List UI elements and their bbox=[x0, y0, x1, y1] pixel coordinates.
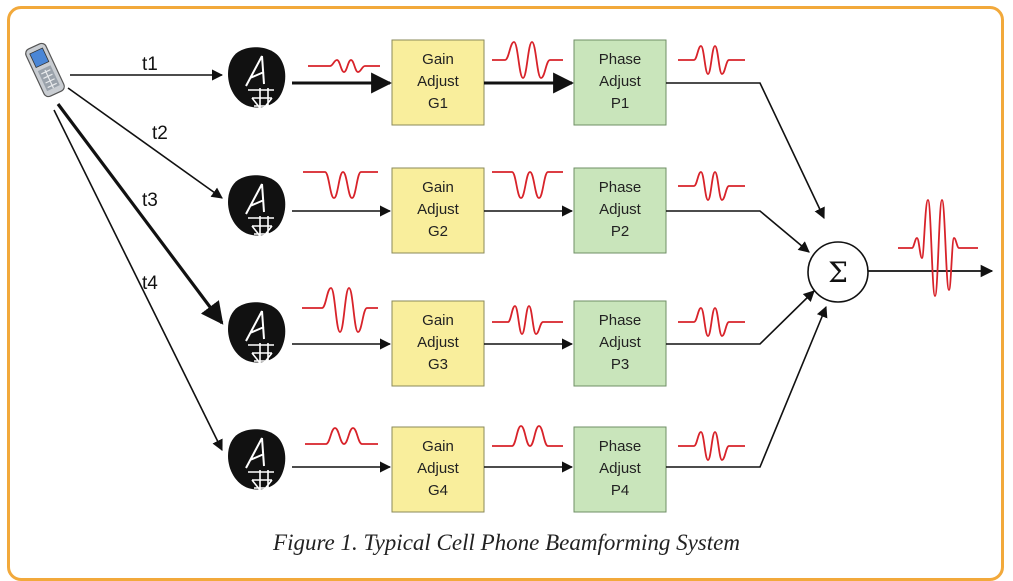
gain-adjust-box-2 bbox=[391, 167, 485, 254]
gain-adjust-box-1 bbox=[391, 39, 485, 126]
gain-box-label: G2 bbox=[428, 223, 448, 240]
antenna-icon bbox=[227, 428, 287, 491]
gain-box-label: Gain bbox=[422, 179, 454, 196]
phase-box-label: P3 bbox=[611, 356, 629, 373]
gain-adjust-box-4 bbox=[391, 426, 485, 513]
gain-box-label: G4 bbox=[428, 482, 448, 499]
gain-box-label: Gain bbox=[422, 312, 454, 329]
gain-box-label: Adjust bbox=[417, 334, 460, 351]
phase-box-label: P4 bbox=[611, 482, 629, 499]
signal-waveform bbox=[678, 307, 745, 337]
path-3-feed bbox=[56, 103, 224, 325]
antenna-icon bbox=[227, 174, 287, 237]
antenna-icon bbox=[227, 301, 287, 364]
signal-waveform bbox=[492, 171, 563, 199]
gain-box-label: G1 bbox=[428, 95, 448, 112]
figure-caption: Figure 1. Typical Cell Phone Beamforming… bbox=[273, 530, 740, 555]
gain-box-label: Adjust bbox=[417, 73, 460, 90]
phase-box-label: P1 bbox=[611, 95, 629, 112]
output-waveform bbox=[898, 199, 978, 297]
time-label-t4: t4 bbox=[142, 273, 158, 294]
gain-box-label: Gain bbox=[422, 51, 454, 68]
summing-node bbox=[807, 241, 869, 303]
phase-box-label: Adjust bbox=[599, 73, 642, 90]
signal-waveform bbox=[492, 305, 563, 335]
signal-waveform bbox=[678, 431, 745, 461]
sigma-symbol: Σ bbox=[828, 256, 848, 289]
time-label-t3: t3 bbox=[142, 190, 158, 211]
gain-box-label: Gain bbox=[422, 438, 454, 455]
signal-waveform bbox=[492, 425, 563, 447]
phase-box-label: Phase bbox=[599, 51, 642, 68]
path-2-feed bbox=[67, 87, 223, 199]
phase-box-label: Adjust bbox=[599, 460, 642, 477]
time-label-t2: t2 bbox=[152, 123, 168, 144]
signal-waveform bbox=[305, 427, 378, 445]
signal-waveform bbox=[303, 171, 378, 199]
antenna-icon bbox=[227, 46, 287, 109]
phase-adjust-box-4 bbox=[573, 426, 667, 513]
gain-box-label: Adjust bbox=[417, 201, 460, 218]
signal-waveform bbox=[678, 45, 745, 75]
gain-box-label: Adjust bbox=[417, 460, 460, 477]
time-label-t1: t1 bbox=[142, 54, 158, 75]
beamforming-diagram: t1 t2 t3 t4 Gain Adjust G1 Phase Adjust … bbox=[25, 39, 994, 513]
signal-waveform bbox=[678, 171, 745, 201]
path-4-feed bbox=[53, 109, 223, 452]
cell-phone-icon bbox=[25, 42, 65, 98]
signal-waveform bbox=[492, 41, 563, 79]
signal-waveform bbox=[302, 287, 378, 333]
phase-adjust-box-2 bbox=[573, 167, 667, 254]
phase-box-label: Phase bbox=[599, 179, 642, 196]
phase-adjust-box-1 bbox=[573, 39, 667, 126]
gain-adjust-box-3 bbox=[391, 300, 485, 387]
gain-box-label: G3 bbox=[428, 356, 448, 373]
phase-box-label: Phase bbox=[599, 438, 642, 455]
phase-box-label: Adjust bbox=[599, 201, 642, 218]
phase-adjust-box-3 bbox=[573, 300, 667, 387]
phase-box-label: P2 bbox=[611, 223, 629, 240]
signal-waveform bbox=[308, 59, 380, 73]
phase-box-label: Adjust bbox=[599, 334, 642, 351]
phase-box-label: Phase bbox=[599, 312, 642, 329]
